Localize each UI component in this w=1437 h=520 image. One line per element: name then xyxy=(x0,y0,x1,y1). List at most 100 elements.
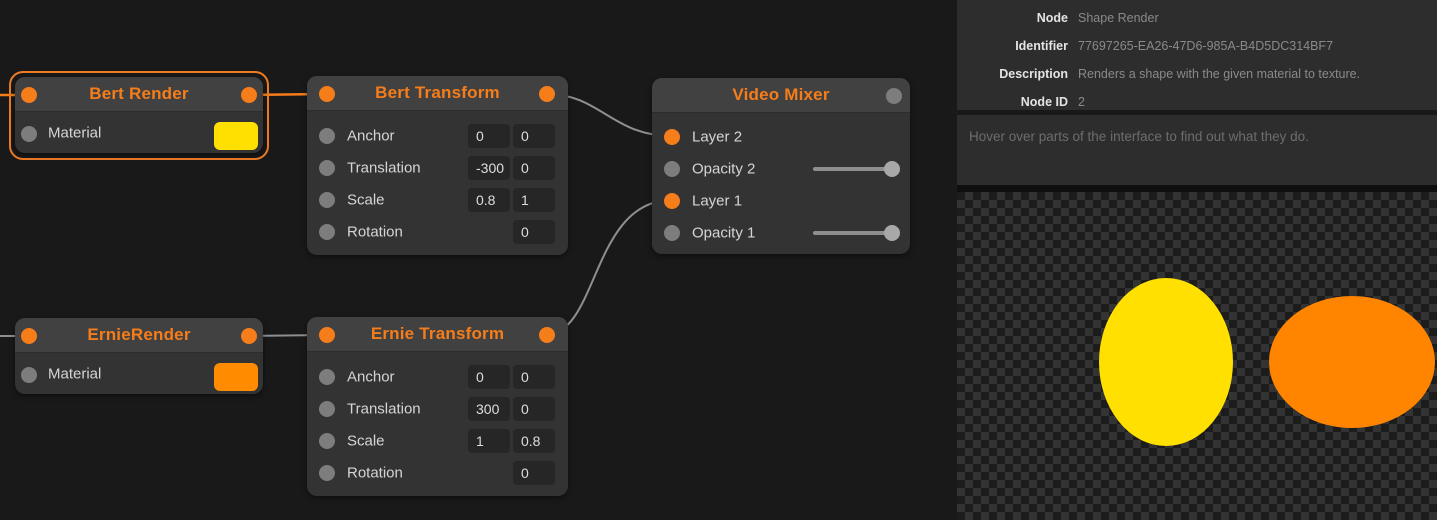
node-title: Video Mixer xyxy=(732,85,830,104)
rotation-input-port[interactable] xyxy=(319,224,335,240)
row-label: Anchor xyxy=(347,368,395,386)
node-row-anchor: Anchor 0 0 xyxy=(307,120,568,152)
info-label: Node ID xyxy=(1020,95,1068,109)
translation-x-field[interactable]: 300 xyxy=(468,397,510,421)
node-ernie-render[interactable]: ErnieRender Material xyxy=(15,318,263,394)
hint-section: Hover over parts of the interface to fin… xyxy=(957,115,1437,185)
opacity2-input-port[interactable] xyxy=(664,161,680,177)
node-bert-transform[interactable]: Bert Transform Anchor 0 0 Translation -3… xyxy=(307,76,568,255)
row-label: Anchor xyxy=(347,127,395,145)
node-row-translation: Translation 300 0 xyxy=(307,393,568,425)
translation-input-port[interactable] xyxy=(319,401,335,417)
anchor-y-field[interactable]: 0 xyxy=(513,365,555,389)
node-header[interactable]: ErnieRender xyxy=(15,318,263,353)
anchor-y-field[interactable]: 0 xyxy=(513,124,555,148)
anchor-x-field[interactable]: 0 xyxy=(468,365,510,389)
node-row-material: Material xyxy=(15,112,263,153)
row-label: Material xyxy=(48,365,102,382)
row-label: Translation xyxy=(347,159,421,177)
node-row-layer2: Layer 2 xyxy=(652,121,910,153)
rotation-input-port[interactable] xyxy=(319,465,335,481)
scale-x-field[interactable]: 1 xyxy=(468,429,510,453)
scale-input-port[interactable] xyxy=(319,192,335,208)
node-row-layer1: Layer 1 xyxy=(652,185,910,217)
row-label: Opacity 1 xyxy=(692,224,756,242)
output-port[interactable] xyxy=(241,87,257,103)
node-row-anchor: Anchor 0 0 xyxy=(307,361,568,393)
anchor-x-field[interactable]: 0 xyxy=(468,124,510,148)
opacity2-slider-track[interactable] xyxy=(813,167,898,171)
translation-input-port[interactable] xyxy=(319,160,335,176)
rotation-field[interactable]: 0 xyxy=(513,461,555,485)
node-row-material: Material xyxy=(15,353,263,394)
row-label: Translation xyxy=(347,400,421,418)
node-row-opacity2: Opacity 2 xyxy=(652,153,910,185)
translation-y-field[interactable]: 0 xyxy=(513,156,555,180)
node-row-translation: Translation -300 0 xyxy=(307,152,568,184)
material-input-port[interactable] xyxy=(21,367,37,383)
scale-y-field[interactable]: 1 xyxy=(513,188,555,212)
opacity1-input-port[interactable] xyxy=(664,225,680,241)
node-row-rotation: Rotation 0 xyxy=(307,457,568,489)
info-label: Description xyxy=(999,67,1068,81)
scale-input-port[interactable] xyxy=(319,433,335,449)
info-row-node-id: Node ID 2 xyxy=(957,88,1437,116)
row-label: Layer 2 xyxy=(692,128,743,146)
anchor-input-port[interactable] xyxy=(319,369,335,385)
node-info-section: Node Shape Render Identifier 77697265-EA… xyxy=(957,0,1437,110)
orange-ellipse xyxy=(1269,296,1435,428)
row-label: Rotation xyxy=(347,464,403,482)
node-bert-render[interactable]: Bert Render Material xyxy=(15,77,263,153)
node-row-opacity1: Opacity 1 xyxy=(652,217,910,249)
scale-y-field[interactable]: 0.8 xyxy=(513,429,555,453)
translation-y-field[interactable]: 0 xyxy=(513,397,555,421)
node-header[interactable]: Bert Transform xyxy=(307,76,568,111)
output-port[interactable] xyxy=(539,86,555,102)
output-port[interactable] xyxy=(241,328,257,344)
output-port[interactable] xyxy=(886,88,902,104)
node-title: Ernie Transform xyxy=(370,324,505,343)
node-video-mixer[interactable]: Video Mixer Layer 2 Opacity 2 Layer 1 Op… xyxy=(652,78,910,254)
material-color-swatch[interactable] xyxy=(214,363,258,391)
opacity1-slider-track[interactable] xyxy=(813,231,898,235)
node-header[interactable]: Bert Render xyxy=(15,77,263,112)
material-input-port[interactable] xyxy=(21,126,37,142)
row-label: Scale xyxy=(347,191,385,209)
yellow-ellipse xyxy=(1099,278,1233,446)
layer2-input-port[interactable] xyxy=(664,129,680,145)
anchor-input-port[interactable] xyxy=(319,128,335,144)
node-ernie-transform[interactable]: Ernie Transform Anchor 0 0 Translation 3… xyxy=(307,317,568,496)
info-row-node: Node Shape Render xyxy=(957,4,1437,32)
node-row-rotation: Rotation 0 xyxy=(307,216,568,248)
info-label: Node xyxy=(1036,11,1068,25)
opacity2-slider-thumb[interactable] xyxy=(884,161,900,177)
row-label: Material xyxy=(48,124,102,141)
node-row-scale: Scale 1 0.8 xyxy=(307,425,568,457)
layer1-input-port[interactable] xyxy=(664,193,680,209)
input-port[interactable] xyxy=(319,86,335,102)
node-title: Bert Transform xyxy=(375,83,500,102)
material-color-swatch[interactable] xyxy=(214,122,258,150)
input-port[interactable] xyxy=(21,328,37,344)
selection-outline xyxy=(9,71,269,160)
rotation-field[interactable]: 0 xyxy=(513,220,555,244)
translation-x-field[interactable]: -300 xyxy=(468,156,510,180)
info-label: Identifier xyxy=(1015,39,1068,53)
hint-text: Hover over parts of the interface to fin… xyxy=(969,129,1309,144)
node-header[interactable]: Ernie Transform xyxy=(307,317,568,352)
row-label: Rotation xyxy=(347,223,403,241)
node-title: Bert Render xyxy=(89,84,189,103)
info-value: Shape Render xyxy=(1078,11,1159,25)
scale-x-field[interactable]: 0.8 xyxy=(468,188,510,212)
input-port[interactable] xyxy=(21,87,37,103)
render-preview xyxy=(957,185,1437,520)
row-label: Layer 1 xyxy=(692,192,743,210)
row-label: Opacity 2 xyxy=(692,160,756,178)
node-header[interactable]: Video Mixer xyxy=(652,78,910,113)
opacity1-slider-thumb[interactable] xyxy=(884,225,900,241)
input-port[interactable] xyxy=(319,327,335,343)
output-port[interactable] xyxy=(539,327,555,343)
inspector-panel: Node Shape Render Identifier 77697265-EA… xyxy=(957,0,1437,520)
info-row-description: Description Renders a shape with the giv… xyxy=(957,60,1437,88)
